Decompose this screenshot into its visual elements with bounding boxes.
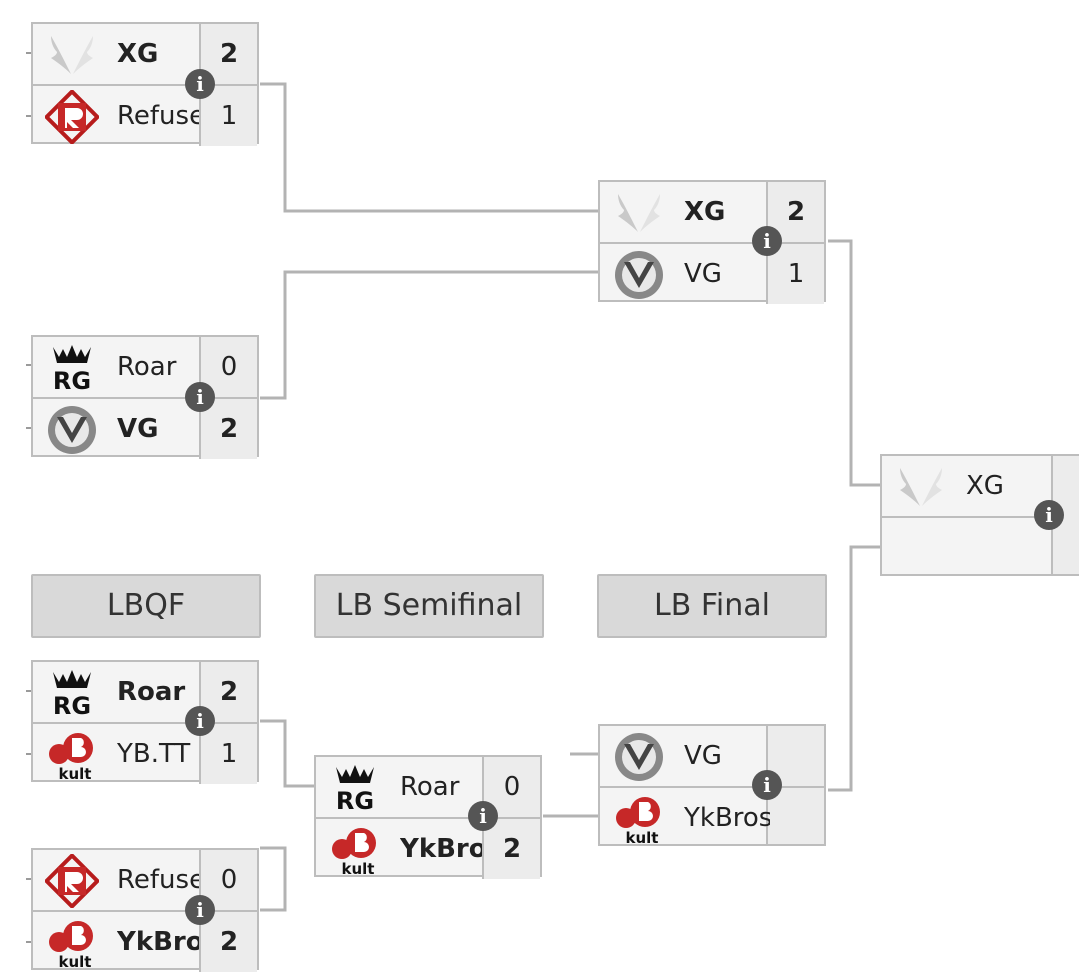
team-row[interactable]: YkBros 2: [316, 817, 540, 879]
refuse-logo-icon: [45, 854, 99, 908]
round-label-lb-final: LB Final: [597, 574, 827, 638]
team-row[interactable]: XG 2: [600, 182, 824, 242]
bracket-stub: [26, 364, 32, 366]
team-name: Refuse: [117, 101, 203, 131]
info-icon[interactable]: i: [185, 382, 215, 412]
team-name: Roar: [117, 352, 177, 382]
team-row[interactable]: YkBros 2: [33, 910, 257, 972]
team-row[interactable]: VG 1: [600, 242, 824, 304]
round-label-lb-semifinal: LB Semifinal: [314, 574, 544, 638]
team-name: VG: [684, 741, 722, 771]
xg-logo-icon: [894, 460, 948, 514]
team-name: Refuse: [117, 865, 203, 895]
team-name: Roar: [400, 772, 460, 802]
team-row[interactable]: VG 2: [33, 397, 257, 459]
team-name: YkBros: [117, 927, 203, 957]
bracket-stub: [26, 115, 32, 117]
match-lower-final[interactable]: VG YkBros: [598, 724, 826, 846]
team-score: 2: [482, 819, 540, 879]
bracket-stub: [26, 690, 32, 692]
vg-logo-icon: [45, 403, 99, 457]
info-icon[interactable]: i: [752, 226, 782, 256]
team-name: VG: [684, 259, 722, 289]
team-row[interactable]: VG: [600, 726, 824, 786]
roar-logo-icon: [328, 761, 382, 815]
round-label-lbqf: LBQF: [31, 574, 261, 638]
bracket-stub: [26, 52, 32, 54]
team-row[interactable]: Roar 0: [33, 337, 257, 397]
ykbros-logo-icon: [45, 728, 99, 782]
ykbros-logo-icon: [45, 916, 99, 970]
team-name: YB.TT: [117, 739, 191, 769]
team-row[interactable]: XG: [882, 456, 1079, 516]
team-name: XG: [966, 471, 1004, 501]
team-score: 0: [482, 757, 540, 817]
bracket-stub: [26, 427, 32, 429]
match-upper-qf1[interactable]: XG 2 Refuse 1: [31, 22, 259, 146]
match-upper-sf[interactable]: XG 2 VG 1: [598, 180, 826, 304]
bracket-stub: [26, 941, 32, 943]
roar-logo-icon: [45, 341, 99, 395]
xg-logo-icon: [45, 28, 99, 82]
team-name: VG: [117, 414, 159, 444]
team-row-empty[interactable]: [882, 516, 1079, 578]
xg-logo-icon: [612, 186, 666, 240]
match-lower-qf2[interactable]: Refuse 0 YkBros 2: [31, 848, 259, 972]
bracket-stub: [26, 878, 32, 880]
info-icon[interactable]: i: [185, 706, 215, 736]
team-name: XG: [684, 197, 726, 227]
info-icon[interactable]: i: [185, 895, 215, 925]
team-row[interactable]: Roar 2: [33, 662, 257, 722]
team-score: 1: [766, 244, 824, 304]
match-lower-qf1[interactable]: Roar 2 YB.TT 1: [31, 660, 259, 784]
bracket-stub: [26, 753, 32, 755]
info-icon[interactable]: i: [185, 69, 215, 99]
team-name: YkBros: [684, 803, 770, 833]
vg-logo-icon: [612, 730, 666, 784]
match-upper-qf2[interactable]: Roar 0 VG 2: [31, 335, 259, 459]
team-row[interactable]: Roar 0: [316, 757, 540, 817]
team-score: 1: [199, 724, 257, 784]
team-row[interactable]: Refuse 0: [33, 850, 257, 910]
team-row[interactable]: XG 2: [33, 24, 257, 84]
team-name: XG: [117, 39, 159, 69]
info-icon[interactable]: i: [468, 801, 498, 831]
match-lower-sf[interactable]: Roar 0 YkBros 2: [314, 755, 542, 879]
team-row[interactable]: YkBros: [600, 786, 824, 848]
ykbros-logo-icon: [328, 823, 382, 877]
team-name: YkBros: [400, 834, 486, 864]
team-row[interactable]: YB.TT 1: [33, 722, 257, 784]
ykbros-logo-icon: [612, 792, 666, 846]
refuse-logo-icon: [45, 90, 99, 144]
info-icon[interactable]: i: [752, 770, 782, 800]
team-name: Roar: [117, 677, 186, 707]
vg-logo-icon: [612, 248, 666, 302]
info-icon[interactable]: i: [1034, 500, 1064, 530]
roar-logo-icon: [45, 666, 99, 720]
team-row[interactable]: Refuse 1: [33, 84, 257, 146]
